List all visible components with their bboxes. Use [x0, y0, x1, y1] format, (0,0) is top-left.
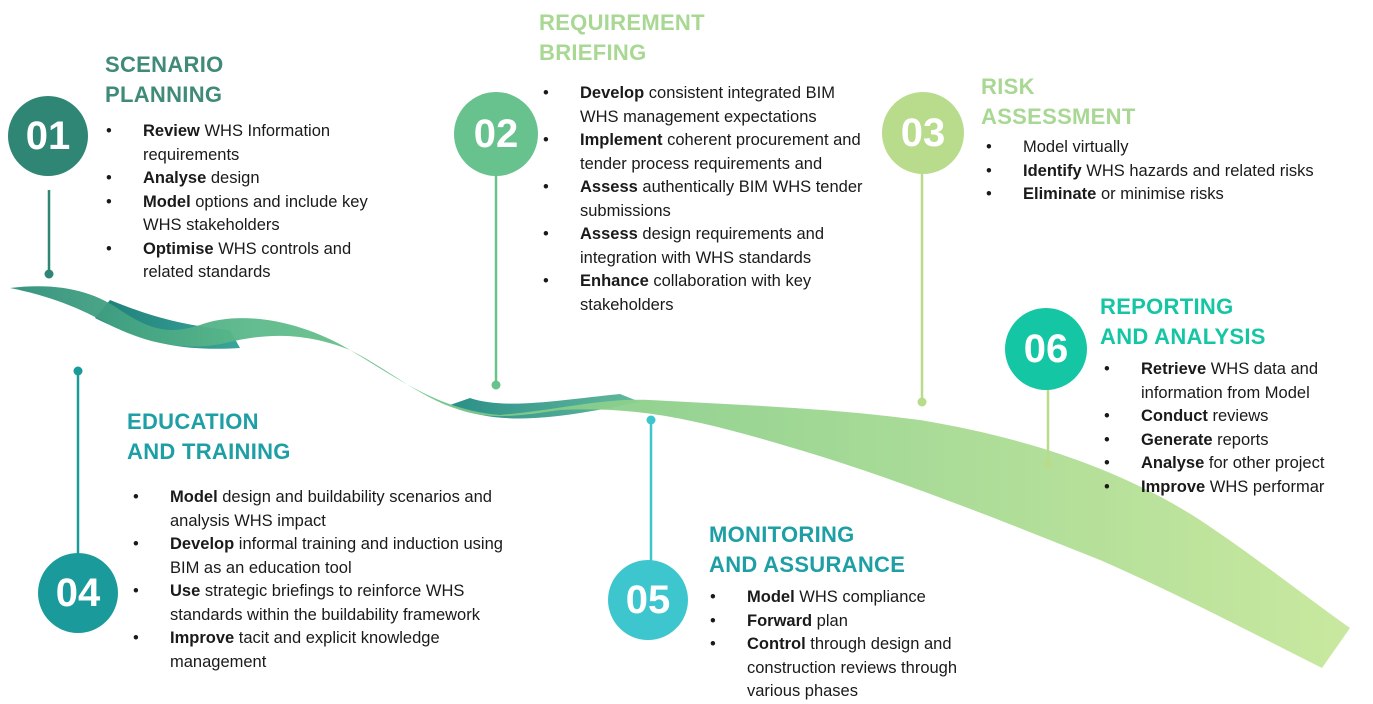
item-text: collaboration with key stakeholders: [580, 272, 812, 314]
connector-01: [44, 190, 54, 279]
item-keyword: Optimise: [143, 239, 214, 258]
ribbon-main: [10, 286, 1350, 668]
stage-05-item: Control through design and construction …: [710, 633, 1000, 704]
item-text: design and buildability scenarios and an…: [170, 488, 492, 530]
stage-06-item: Analyse for other project: [1104, 452, 1354, 476]
stage-01-item: Review WHS Information requirements: [106, 120, 406, 167]
stage-03-item: Identify WHS hazards and related risks: [986, 160, 1331, 184]
connector-04: [73, 366, 83, 554]
stage-03-item: Model virtually: [986, 136, 1331, 160]
stage-06-list: Retrieve WHS data and information from M…: [1104, 358, 1354, 499]
item-text: WHS compliance: [794, 588, 926, 606]
stage-05-title: MONITORING AND ASSURANCE: [709, 522, 906, 577]
stage-03-list: Model virtuallyIdentify WHS hazards and …: [986, 136, 1331, 207]
connector-05: [646, 415, 656, 562]
stage-04-item: Improve tacit and explicit knowledge man…: [133, 627, 533, 674]
ribbon-fold-2: [450, 394, 640, 419]
stage-05-list: Model WHS complianceForward planControl …: [710, 586, 1000, 704]
connector-02: [491, 168, 501, 390]
stage-02-item: Assess authentically BIM WHS tender subm…: [543, 176, 873, 223]
item-keyword: Control: [747, 635, 806, 653]
stage-01-item: Optimise WHS controls and related standa…: [106, 238, 406, 285]
item-keyword: Develop: [580, 84, 645, 102]
item-text: design: [206, 169, 260, 187]
item-text: strategic briefings to reinforce WHS sta…: [170, 582, 480, 624]
item-keyword: Generate: [1141, 430, 1213, 449]
stage-04-badge: 04: [38, 553, 118, 633]
item-text: authentically BIM WHS tender submissions: [580, 178, 863, 220]
stage-03-title: RISK ASSESSMENT: [981, 74, 1136, 129]
stage-05-item: Forward plan: [710, 610, 1000, 634]
stage-05-badge: 05: [608, 560, 688, 640]
item-keyword: Assess: [580, 178, 638, 196]
item-text: plan: [812, 611, 848, 630]
stage-02-list: Develop consistent integrated BIM WHS ma…: [543, 82, 873, 317]
item-text: for other project: [1204, 454, 1325, 472]
stage-06-item: Retrieve WHS data and information from M…: [1104, 358, 1354, 405]
item-text: design requirements and integration with…: [580, 225, 825, 267]
stage-02-item: Assess design requirements and integrati…: [543, 223, 873, 270]
item-text: or minimise risks: [1096, 185, 1224, 203]
connector-03: [917, 170, 927, 407]
stage-02-title: REQUIREMENT BRIEFING: [539, 10, 705, 65]
item-keyword: Use: [170, 582, 201, 600]
item-text: consistent integrated BIM WHS management…: [580, 84, 835, 126]
stage-04-list: Model design and buildability scenarios …: [133, 486, 533, 674]
item-text: Model virtually: [1023, 138, 1129, 156]
item-keyword: Assess: [580, 225, 638, 243]
item-keyword: Model: [143, 192, 191, 211]
stage-04-item: Use strategic briefings to reinforce WHS…: [133, 580, 533, 627]
item-text: WHS performar: [1205, 477, 1325, 496]
item-keyword: Improve: [170, 629, 235, 647]
stage-01-title: SCENARIO PLANNING: [105, 52, 224, 107]
item-keyword: Review: [143, 122, 200, 140]
item-keyword: Eliminate: [1023, 185, 1097, 203]
item-keyword: Retrieve: [1141, 360, 1207, 378]
item-text: WHS hazards and related risks: [1081, 161, 1314, 180]
stage-05-item: Model WHS compliance: [710, 586, 1000, 610]
stage-01-list: Review WHS Information requirementsAnaly…: [106, 120, 406, 285]
item-keyword: Conduct: [1141, 407, 1208, 425]
stage-04-item: Model design and buildability scenarios …: [133, 486, 533, 533]
stage-04-item: Develop informal training and induction …: [133, 533, 533, 580]
item-keyword: Model: [747, 588, 795, 606]
item-keyword: Analyse: [1141, 454, 1205, 472]
stage-03-item: Eliminate or minimise risks: [986, 183, 1331, 207]
item-text: WHS data and information from Model: [1141, 360, 1319, 402]
item-text: WHS controls and related standards: [143, 239, 352, 282]
stage-06-item: Conduct reviews: [1104, 405, 1354, 429]
item-keyword: Model: [170, 488, 218, 506]
item-keyword: Implement: [580, 131, 663, 149]
item-keyword: Identify: [1023, 161, 1082, 180]
stage-04-title: EDUCATION AND TRAINING: [127, 409, 291, 464]
item-text: WHS Information requirements: [143, 122, 331, 164]
stage-02-item: Enhance collaboration with key stakehold…: [543, 270, 873, 317]
stage-01-badge: 01: [8, 96, 88, 176]
item-keyword: Improve: [1141, 477, 1206, 496]
item-text: informal training and induction using BI…: [170, 535, 503, 577]
stage-06-title: REPORTING AND ANALYSIS: [1100, 294, 1266, 349]
item-text: tacit and explicit knowledge management: [170, 629, 440, 671]
item-keyword: Analyse: [143, 169, 207, 187]
item-text: through design and construction reviews …: [747, 635, 958, 700]
stage-02-badge: 02: [454, 92, 538, 176]
item-keyword: Enhance: [580, 272, 649, 290]
stage-01-item: Model options and include key WHS stakeh…: [106, 191, 406, 238]
stage-02-item: Develop consistent integrated BIM WHS ma…: [543, 82, 873, 129]
stage-06-badge: 06: [1005, 308, 1087, 390]
stage-02-item: Implement coherent procurement and tende…: [543, 129, 873, 176]
stage-01-item: Analyse design: [106, 167, 406, 191]
stage-06-item: Improve WHS performar: [1104, 476, 1354, 500]
stage-06-item: Generate reports: [1104, 429, 1354, 453]
item-text: options and include key WHS stakeholders: [143, 192, 368, 235]
item-text: reports: [1212, 430, 1269, 449]
item-text: coherent procurement and tender process …: [580, 131, 861, 173]
connector-06: [1043, 388, 1053, 469]
item-keyword: Develop: [170, 535, 235, 553]
item-text: reviews: [1207, 407, 1269, 425]
item-keyword: Forward: [747, 611, 813, 630]
stage-03-badge: 03: [882, 92, 964, 174]
